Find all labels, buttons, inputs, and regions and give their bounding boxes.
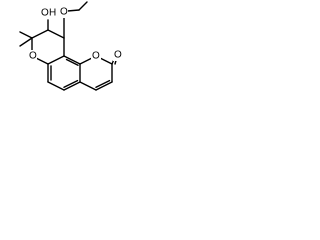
atom-label-layer: O H O O O O <box>28 6 123 62</box>
hydroxyl-oxygen-label: O <box>41 8 49 19</box>
bond-layer <box>19 1 118 91</box>
bond-ether-oxygen-ch2 <box>66 9 80 12</box>
bond-c2-c3 <box>31 29 49 39</box>
bond-c3-c4 <box>47 29 65 39</box>
bond-c4a-c5-inner <box>65 58 79 67</box>
bond-c8a-c4a <box>47 55 65 65</box>
bond-lactone-oxygen-carbonyl <box>98 56 113 65</box>
lactone-ring-oxygen-label: O <box>92 51 100 62</box>
bond-c3p-c4p <box>95 81 113 91</box>
bond-c7-c8 <box>47 81 65 91</box>
bond-c4a-c5 <box>63 55 81 65</box>
bond-c3p-c4p-inner <box>95 79 111 89</box>
bond-c2-methyl-2 <box>19 37 33 47</box>
bond-c8a-o1 <box>34 56 49 65</box>
pyran-oxygen-label-mask <box>28 50 37 62</box>
hydroxyl-hydrogen-label: H <box>49 8 56 19</box>
molecule-structure-diagram: O H O O O O <box>19 1 123 91</box>
bond-c6-c7 <box>63 81 81 91</box>
carbonyl-oxygen-label: O <box>114 50 122 61</box>
bond-c2-methyl-1 <box>19 31 33 39</box>
pyran-oxygen-label: O <box>29 51 37 62</box>
bond-ethyl-ch2-ch3 <box>78 1 88 11</box>
lactone-oxygen-label-mask <box>91 50 101 62</box>
ether-oxygen-label-mask <box>59 6 68 18</box>
ether-oxygen-label: O <box>60 7 68 18</box>
hydroxyl-label-mask <box>40 7 57 19</box>
bond-c6-c7-inner <box>63 79 79 89</box>
bond-c5-lactone-oxygen <box>79 56 94 65</box>
carbonyl-oxygen-label-mask <box>113 49 123 61</box>
bond-c4p-c6 <box>79 81 97 91</box>
